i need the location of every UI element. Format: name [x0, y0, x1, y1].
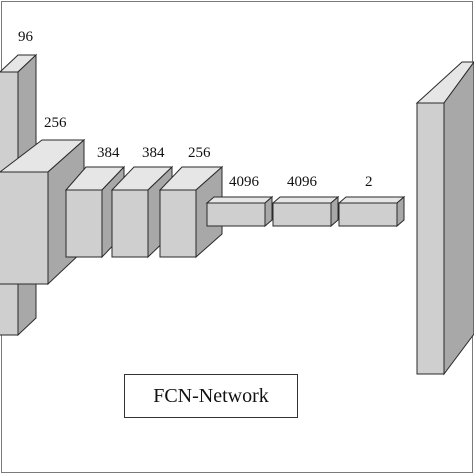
label-conv1: 96 — [18, 29, 33, 45]
block-fc8 — [337, 195, 406, 228]
block-output — [415, 61, 474, 376]
label-fc8: 2 — [365, 174, 373, 190]
network-caption: FCN-Network — [124, 374, 298, 418]
label-conv3: 384 — [97, 145, 120, 161]
label-conv2: 256 — [44, 115, 67, 131]
label-fc7: 4096 — [287, 174, 317, 190]
label-fc6: 4096 — [229, 174, 259, 190]
label-conv4: 384 — [142, 145, 165, 161]
block-fc7 — [271, 195, 340, 228]
block-fc6 — [205, 195, 274, 228]
label-conv5: 256 — [188, 145, 211, 161]
